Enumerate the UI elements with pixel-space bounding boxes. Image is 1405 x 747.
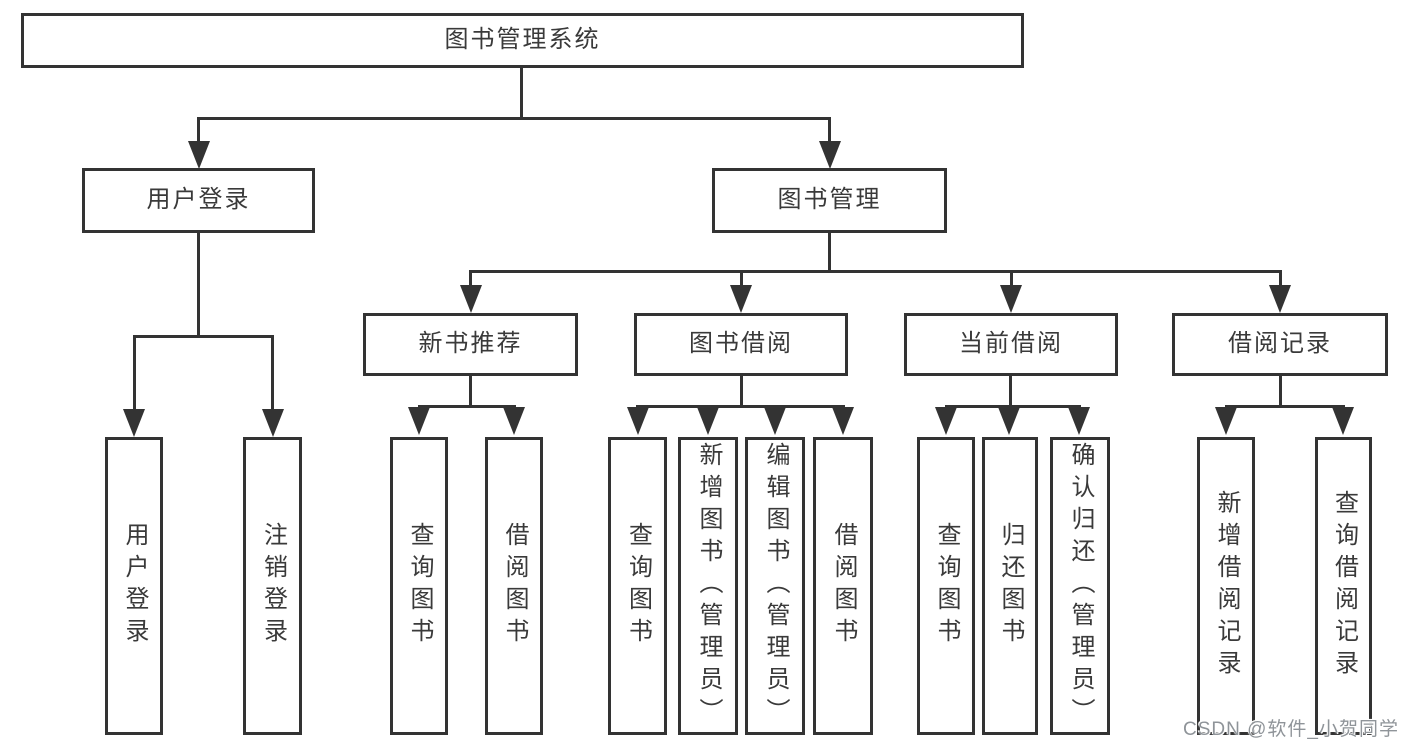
csdn-watermark: CSDN @软件_小贺同学 [1183, 719, 1399, 740]
leaf-query-books-borrow-label: 查询图书 [624, 522, 652, 650]
connector-root-drop-right [828, 117, 831, 144]
connector-userlogin-drop-left [133, 335, 136, 411]
arrow-to-leaf-query-record [1332, 407, 1354, 435]
arrow-to-leaf-borrow-recommend [503, 407, 525, 435]
leaf-edit-books-admin: 编辑图书（管理员） [745, 437, 805, 735]
node-new-book-recommend: 新书推荐 [363, 313, 578, 376]
connector-bookborrow-rail [636, 405, 845, 408]
connector-bookborrow-stem [740, 374, 743, 407]
leaf-borrow-books-recommend: 借阅图书 [485, 437, 543, 735]
leaf-borrow-books-label: 借阅图书 [830, 522, 857, 650]
arrow-to-leaf-return-books [998, 407, 1020, 435]
leaf-query-borrow-record: 查询借阅记录 [1315, 437, 1372, 735]
node-book-management: 图书管理 [712, 168, 947, 233]
arrow-to-leaf-confirm-return [1068, 407, 1090, 435]
leaf-query-books-current: 查询图书 [917, 437, 975, 735]
arrow-to-user-login [188, 141, 210, 169]
node-current-borrow-label: 当前借阅 [959, 330, 1063, 358]
connector-borrowrecord-rail [1225, 405, 1345, 408]
leaf-borrow-books-recommend-label: 借阅图书 [501, 522, 528, 650]
arrow-to-leaf-add-books [697, 407, 719, 435]
arrow-to-leaf-query-borrow [627, 407, 649, 435]
connector-bookmgmt-drop-3 [1010, 270, 1013, 287]
connector-borrowrecord-stem [1279, 374, 1282, 407]
leaf-return-books-label: 归还图书 [997, 522, 1024, 650]
connector-bookmgmt-rail [469, 270, 1282, 273]
leaf-user-login: 用户登录 [105, 437, 163, 735]
leaf-query-borrow-record-label: 查询借阅记录 [1330, 490, 1358, 682]
connector-bookmgmt-stem [828, 231, 831, 272]
leaf-user-login-label: 用户登录 [121, 522, 148, 650]
leaf-logout-label: 注销登录 [259, 522, 287, 650]
leaf-query-books-current-label: 查询图书 [933, 522, 960, 650]
leaf-query-books-borrow: 查询图书 [608, 437, 667, 735]
connector-currentborrow-rail [945, 405, 1081, 408]
leaf-confirm-return-admin: 确认归还（管理员） [1050, 437, 1110, 735]
leaf-edit-books-admin-label: 编辑图书（管理员） [762, 442, 789, 730]
connector-userlogin-rail [133, 335, 274, 338]
leaf-add-borrow-record-label: 新增借阅记录 [1213, 490, 1240, 682]
arrow-to-leaf-borrow-books [832, 407, 854, 435]
arrow-to-leaf-query-current [935, 407, 957, 435]
node-new-book-recommend-label: 新书推荐 [418, 330, 523, 358]
node-borrow-record-label: 借阅记录 [1228, 330, 1332, 358]
connector-bookmgmt-drop-2 [740, 270, 743, 287]
connector-recommend-stem [469, 374, 472, 407]
arrow-to-leaf-add-record [1215, 407, 1237, 435]
node-borrow-record: 借阅记录 [1172, 313, 1388, 376]
connector-userlogin-drop-right [271, 335, 274, 411]
arrow-to-leaf-query-recommend [408, 407, 430, 435]
leaf-logout: 注销登录 [243, 437, 302, 735]
arrow-to-book-management [819, 141, 841, 169]
leaf-borrow-books: 借阅图书 [813, 437, 873, 735]
arrow-to-new-book-recommend [460, 285, 482, 313]
leaf-return-books: 归还图书 [982, 437, 1038, 735]
arrow-to-leaf-user-login [123, 409, 145, 437]
arrow-to-leaf-edit-books [764, 407, 786, 435]
node-book-borrow-label: 图书借阅 [689, 330, 793, 358]
connector-root-rail [197, 117, 831, 120]
leaf-add-borrow-record: 新增借阅记录 [1197, 437, 1255, 735]
arrow-to-current-borrow [1000, 285, 1022, 313]
connector-bookmgmt-drop-4 [1279, 270, 1282, 287]
leaf-add-books-admin-label: 新增图书（管理员） [695, 442, 722, 730]
node-root-label: 图书管理系统 [444, 26, 601, 54]
node-root-library-system: 图书管理系统 [21, 13, 1024, 68]
connector-bookmgmt-drop-1 [469, 270, 472, 287]
node-book-borrow: 图书借阅 [634, 313, 848, 376]
leaf-query-books-recommend-label: 查询图书 [406, 522, 433, 650]
node-user-login: 用户登录 [82, 168, 315, 233]
arrow-to-book-borrow [730, 285, 752, 313]
leaf-confirm-return-admin-label: 确认归还（管理员） [1067, 442, 1094, 730]
leaf-query-books-recommend: 查询图书 [390, 437, 448, 735]
node-user-login-label: 用户登录 [146, 186, 251, 214]
arrow-to-borrow-record [1269, 285, 1291, 313]
node-book-management-label: 图书管理 [777, 186, 882, 214]
arrow-to-leaf-logout [262, 409, 284, 437]
connector-recommend-rail [418, 405, 516, 408]
connector-userlogin-stem [197, 231, 200, 337]
node-current-borrow: 当前借阅 [904, 313, 1118, 376]
leaf-add-books-admin: 新增图书（管理员） [678, 437, 738, 735]
connector-currentborrow-stem [1009, 374, 1012, 407]
connector-root-stem [520, 66, 523, 118]
connector-root-drop-left [197, 117, 200, 144]
